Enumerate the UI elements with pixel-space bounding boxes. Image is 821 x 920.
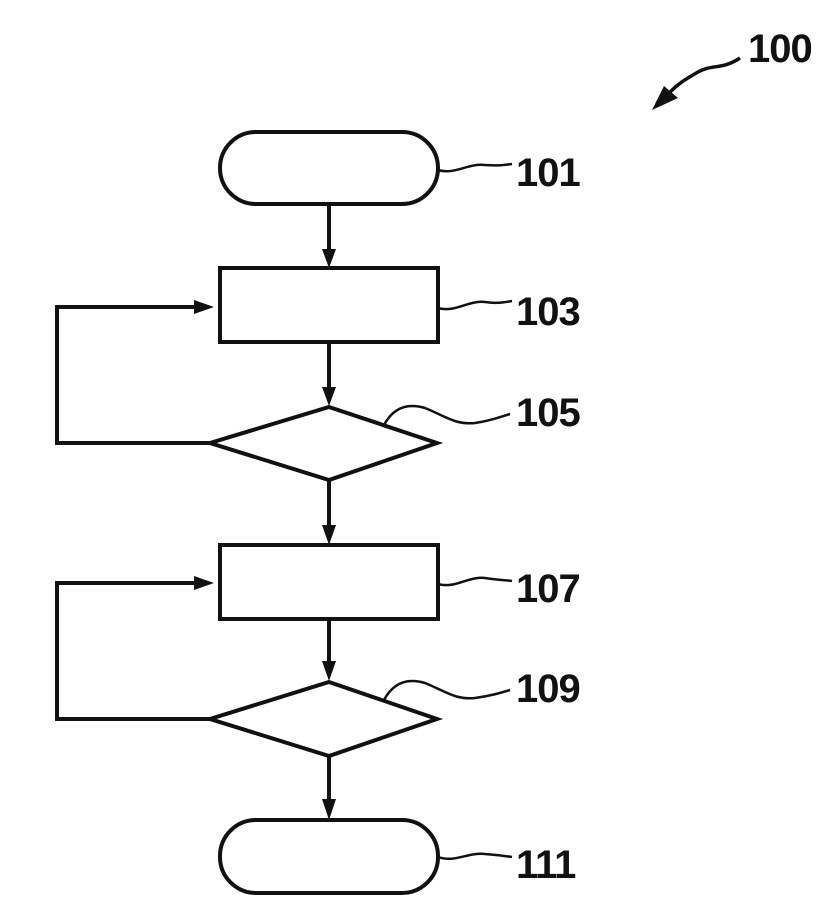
- node-103-process: 103: [218, 266, 581, 344]
- label-111: 111: [516, 843, 576, 887]
- end-terminal-shape: [218, 818, 440, 895]
- label-103: 103: [516, 290, 580, 334]
- label-107: 107: [516, 567, 580, 611]
- label-105: 105: [516, 391, 580, 435]
- figure-reference-arrowhead: [652, 86, 678, 110]
- node-101-start-terminal: 101: [218, 130, 581, 206]
- edge-107-109: [322, 619, 336, 681]
- leader-101: [437, 162, 513, 173]
- figure-reference-number: 100: [748, 27, 812, 71]
- arrowhead-down: [322, 799, 336, 820]
- edge-103-105: [322, 342, 336, 406]
- arrowhead-down: [322, 525, 336, 545]
- arrowhead-right: [194, 576, 214, 590]
- loop-line: [55, 305, 210, 445]
- edge-105-103-loop: [55, 300, 214, 445]
- leader-109: [382, 679, 511, 701]
- edge-105-107: [322, 480, 336, 545]
- node-111-end-terminal: 111: [218, 818, 577, 895]
- edge-109-111: [322, 756, 336, 820]
- arrowhead-down: [322, 387, 336, 406]
- node-107-process: 107: [218, 543, 581, 621]
- leader-103: [437, 299, 513, 311]
- loop-line: [55, 581, 210, 721]
- edge-109-107-loop: [55, 576, 214, 721]
- arrowhead-down: [322, 249, 336, 268]
- node-105-decision: 105: [203, 391, 581, 483]
- figure-reference-arrow: [668, 56, 741, 94]
- edge-101-103: [322, 204, 336, 268]
- start-terminal-shape: [218, 130, 440, 206]
- decision-105-shape: [203, 404, 444, 483]
- leader-107: [437, 576, 513, 587]
- leader-111: [437, 852, 513, 861]
- arrowhead-right: [194, 300, 214, 314]
- label-109: 109: [516, 667, 580, 711]
- label-101: 101: [516, 151, 580, 195]
- leader-105: [382, 404, 511, 426]
- decision-109-shape: [203, 679, 444, 759]
- figure-reference: 100: [652, 27, 813, 110]
- node-109-decision: 109: [203, 667, 581, 759]
- arrowhead-down: [322, 661, 336, 681]
- process-103-shape: [218, 266, 440, 344]
- process-107-shape: [218, 543, 440, 621]
